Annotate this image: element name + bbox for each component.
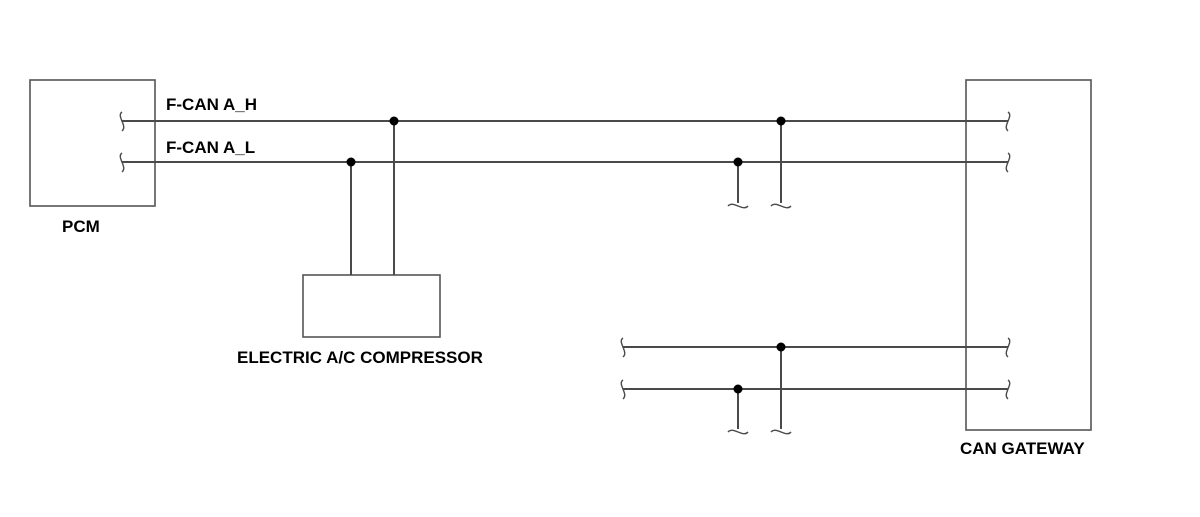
pcm-low-break [119,152,125,173]
pcm-box [29,79,156,207]
gateway-low-break [1005,152,1011,173]
junction-dot [776,342,786,352]
can-gateway-label: CAN GATEWAY [960,439,1085,458]
lower-low-left-break [620,379,626,400]
lower-branch-high-break [770,429,792,435]
lower-branch-low-break [727,429,749,435]
junction-dot [733,157,743,167]
pcm-label: PCM [62,217,100,236]
compressor-label: ELECTRIC A/C COMPRESSOR [237,348,483,367]
gateway-lower-low-break [1005,379,1011,400]
can-gateway-box [965,79,1092,431]
gateway-high-break [1005,111,1011,132]
junction-dot [346,157,356,167]
junction-dot [776,116,786,126]
junction-dot [389,116,399,126]
pcm-high-break [119,111,125,132]
gateway-lower-high-break [1005,337,1011,358]
upper-branch-low-break [727,203,749,209]
junction-dot [733,384,743,394]
upper-branch-high-break [770,203,792,209]
can-low-label: F-CAN A_L [166,138,255,157]
lower-high-left-break [620,337,626,358]
compressor-box [302,274,441,338]
can-high-label: F-CAN A_H [166,95,257,114]
